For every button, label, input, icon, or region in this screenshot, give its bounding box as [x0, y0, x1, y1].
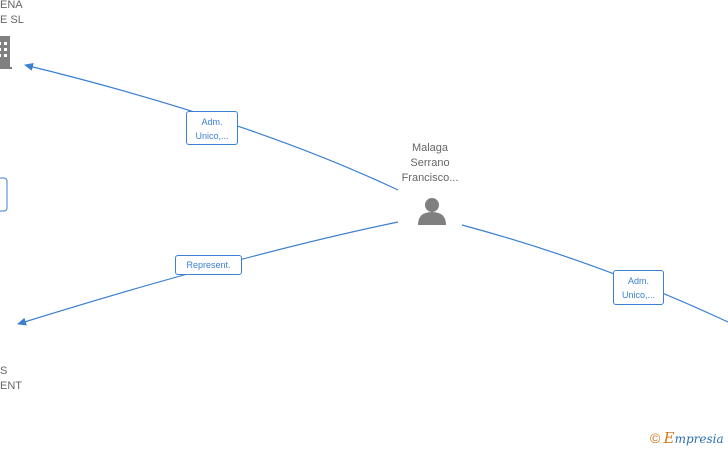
empresia-watermark: © Empresia [650, 429, 724, 447]
edge-label-to-company-top-line1: Adm. [201, 117, 223, 127]
person-name-line3: Francisco... [401, 172, 459, 184]
copyright-symbol: © [650, 430, 661, 446]
company-top-name[interactable]: ENA E SL [0, 0, 24, 28]
edge-label-to-company-bottom[interactable]: Represent. [175, 255, 242, 275]
edge-label-to-right-line2: Unico,... [621, 290, 655, 300]
company-bottom-name-line2: ENT [0, 380, 22, 392]
edge-label-to-company-bottom-line1: Represent. [186, 260, 231, 270]
edge-label-to-company-top[interactable]: Adm. Unico,... [186, 111, 238, 145]
brand-initial: E [663, 429, 675, 447]
company-top-name-line2: E SL [0, 14, 24, 26]
edge-label-to-company-top-line2: Unico,... [195, 131, 229, 141]
person-name[interactable]: Malaga Serrano Francisco... [390, 141, 470, 186]
edge-label-to-right-line1: Adm. [627, 276, 649, 286]
building-icon[interactable] [0, 36, 12, 69]
person-name-line1: Malaga [411, 142, 449, 154]
company-bottom-name[interactable]: S ENT [0, 364, 22, 394]
person-name-line2: Serrano [410, 157, 450, 169]
brand-name: mpresia [674, 432, 724, 446]
edge-line-to-right [461, 224, 728, 323]
partial-node-box[interactable] [0, 177, 8, 212]
company-bottom-name-line1: S [0, 365, 8, 377]
company-top-name-line1: ENA [0, 0, 23, 11]
person-icon[interactable] [418, 198, 446, 225]
edge-label-to-right[interactable]: Adm. Unico,... [613, 270, 664, 305]
